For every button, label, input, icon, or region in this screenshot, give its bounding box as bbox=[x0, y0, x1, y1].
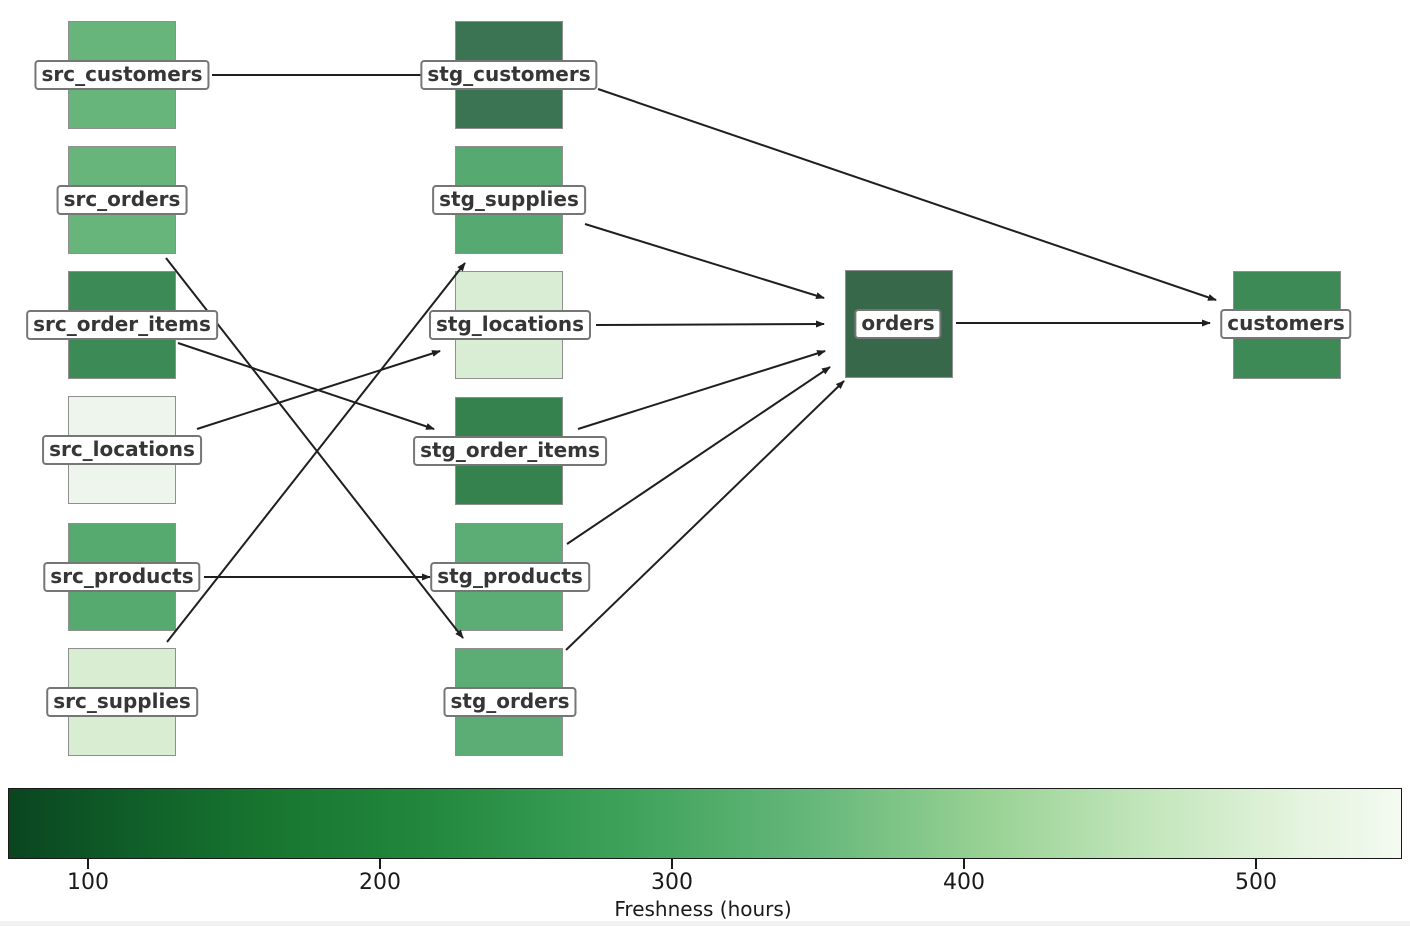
colorbar-tick-label: 100 bbox=[67, 870, 109, 895]
colorbar-tick bbox=[87, 859, 89, 869]
node-label-stg_locations: stg_locations bbox=[428, 310, 592, 340]
node-label-src_order_items: src_order_items bbox=[26, 310, 218, 340]
edge-stg_supplies-to-orders bbox=[584, 223, 825, 299]
edge-src_locations-to-stg_locations bbox=[196, 350, 441, 430]
colorbar-tick-label: 500 bbox=[1235, 870, 1277, 895]
colorbar-tick bbox=[1255, 859, 1257, 869]
node-label-src_locations: src_locations bbox=[42, 435, 202, 465]
node-label-src_products: src_products bbox=[43, 562, 201, 592]
freshness-colorbar bbox=[8, 788, 1402, 859]
edge-stg_products-to-orders bbox=[566, 366, 831, 545]
colorbar-tick-label: 200 bbox=[359, 870, 401, 895]
edge-stg_locations-to-orders bbox=[595, 320, 825, 328]
node-label-stg_supplies: stg_supplies bbox=[432, 185, 586, 215]
edge-stg_orders-to-orders bbox=[565, 380, 845, 651]
node-label-customers: customers bbox=[1220, 309, 1352, 339]
edge-src_supplies-to-stg_supplies bbox=[166, 262, 466, 643]
node-label-stg_orders: stg_orders bbox=[443, 687, 577, 717]
colorbar-axis-label: Freshness (hours) bbox=[614, 897, 792, 921]
colorbar-tick-label: 300 bbox=[651, 870, 693, 895]
node-label-stg_products: stg_products bbox=[430, 562, 590, 592]
edge-stg_customers-to-customers bbox=[597, 88, 1217, 301]
node-label-src_orders: src_orders bbox=[56, 185, 188, 215]
colorbar-tick bbox=[671, 859, 673, 869]
node-label-stg_order_items: stg_order_items bbox=[413, 436, 607, 466]
edge-src_order_items-to-stg_order_items bbox=[177, 342, 435, 430]
node-label-orders: orders bbox=[854, 309, 942, 339]
bottom-strip bbox=[0, 921, 1410, 926]
node-label-src_customers: src_customers bbox=[34, 60, 210, 90]
colorbar-tick bbox=[379, 859, 381, 869]
node-label-src_supplies: src_supplies bbox=[46, 687, 198, 717]
node-label-stg_customers: stg_customers bbox=[420, 60, 598, 90]
edge-stg_order_items-to-orders bbox=[577, 350, 826, 430]
colorbar-tick bbox=[963, 859, 965, 869]
colorbar-tick-label: 400 bbox=[943, 870, 985, 895]
